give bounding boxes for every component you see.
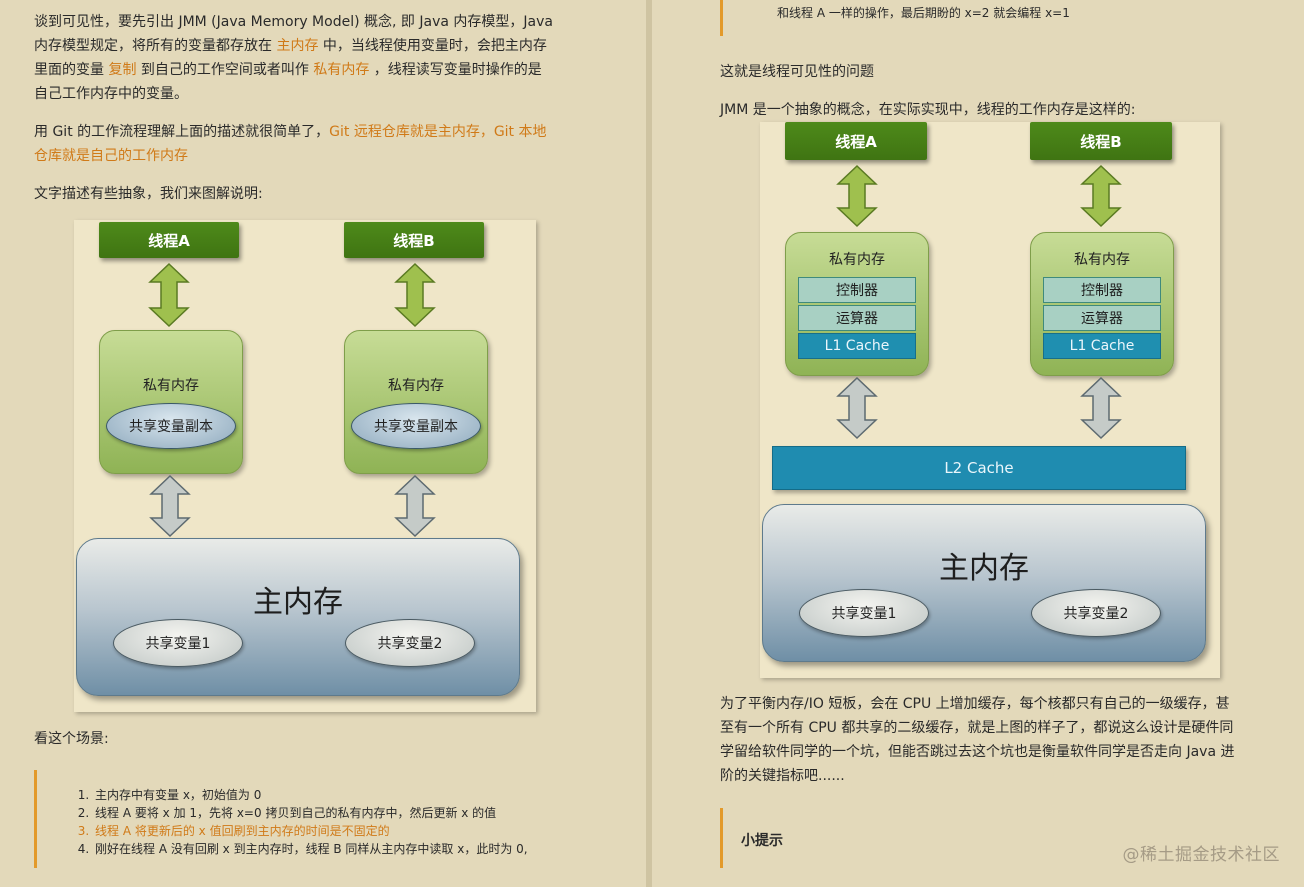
cache-explanation: 为了平衡内存/IO 短板，会在 CPU 上增加缓存，每个核都只有自己的一级缓存，… xyxy=(720,692,1280,788)
shared-variable-2: 共享变量2 xyxy=(345,619,475,667)
list-item: 线程 A 要将 x 加 1，先将 x=0 拷贝到自己的私有内存中，然后更新 x … xyxy=(93,804,624,822)
double-arrow-icon xyxy=(394,474,436,538)
text-line: 到自己的工作空间或者叫作 xyxy=(136,62,314,78)
text-line: 内存模型规定，将所有的变量都存放在 xyxy=(34,38,277,54)
shared-copy-ellipse: 共享变量副本 xyxy=(351,403,481,449)
jmm-abstract-text: JMM 是一个抽象的概念，在实际实现中，线程的工作内存是这样的: xyxy=(720,102,1136,118)
right-page: 和线程 A 一样的操作，最后期盼的 x=2 就会编程 x=1 这就是线程可见性的… xyxy=(652,0,1304,887)
page-divider xyxy=(646,0,652,887)
text-line: 学留给软件同学的一个坑，但能否跳过去这个坑也是衡量软件同学是否走向 Java 进 xyxy=(720,744,1235,760)
highlight-main-memory: 主内存 xyxy=(276,38,319,54)
tip-title: 小提示 xyxy=(741,833,783,849)
shared-variable-1: 共享变量1 xyxy=(113,619,243,667)
scenario-quote-continued: 和线程 A 一样的操作，最后期盼的 x=2 就会编程 x=1 xyxy=(720,0,1280,36)
private-memory-label: 私有内存 xyxy=(829,252,885,268)
main-memory-label: 主内存 xyxy=(253,585,343,620)
tip-callout: 小提示 xyxy=(720,808,1260,868)
double-arrow-icon xyxy=(1080,376,1122,440)
main-memory: 主内存 共享变量1 共享变量2 xyxy=(762,504,1206,662)
text-line: ，线程读写变量时操作的是 xyxy=(369,62,542,78)
text-line: 谈到可见性，要先引出 JMM (Java Memory Model) 概念, 即… xyxy=(34,14,553,30)
highlight-private-memory: 私有内存 xyxy=(313,62,370,78)
private-memory-b: 私有内存 控制器 运算器 L1 Cache xyxy=(1030,232,1174,376)
double-arrow-icon xyxy=(836,164,878,228)
quote-text: 和线程 A 一样的操作，最后期盼的 x=2 就会编程 x=1 xyxy=(777,6,1070,20)
intro-paragraph: 谈到可见性，要先引出 JMM (Java Memory Model) 概念, 即… xyxy=(34,10,594,106)
watermark: @稀土掘金技术社区 xyxy=(1122,845,1280,865)
text-line: 中，当线程使用变量时，会把主内存 xyxy=(318,38,547,54)
thread-b-box: 线程B xyxy=(1030,122,1172,160)
list-item: 主内存中有变量 x，初始值为 0 xyxy=(93,786,624,804)
controller-cell: 控制器 xyxy=(798,277,916,303)
visibility-problem-text: 这就是线程可见性的问题 xyxy=(720,64,874,80)
diagram-intro: 文字描述有些抽象，我们来图解说明: xyxy=(34,186,263,202)
scenario-quote: 主内存中有变量 x，初始值为 0 线程 A 要将 x 加 1，先将 x=0 拷贝… xyxy=(34,770,624,868)
list-item: 刚好在线程 A 没有回刷 x 到主内存时，线程 B 同样从主内存中读取 x，此时… xyxy=(93,840,624,858)
alu-cell: 运算器 xyxy=(1043,305,1161,331)
git-analogy-paragraph: 用 Git 的工作流程理解上面的描述就很简单了，Git 远程仓库就是主内存，Gi… xyxy=(34,120,594,168)
highlight-git-remote: Git 远程仓库就是主内存，Git 本地 xyxy=(329,124,547,140)
main-memory-label: 主内存 xyxy=(939,551,1029,586)
l2-cache-bar: L2 Cache xyxy=(772,446,1186,490)
double-arrow-icon xyxy=(1080,164,1122,228)
thread-b-box: 线程B xyxy=(344,222,484,258)
controller-cell: 控制器 xyxy=(1043,277,1161,303)
private-memory-b: 私有内存 共享变量副本 xyxy=(344,330,488,474)
double-arrow-icon xyxy=(836,376,878,440)
left-page: 谈到可见性，要先引出 JMM (Java Memory Model) 概念, 即… xyxy=(0,0,646,887)
text-line: 用 Git 的工作流程理解上面的描述就很简单了， xyxy=(34,124,330,140)
thread-a-box: 线程A xyxy=(99,222,239,258)
alu-cell: 运算器 xyxy=(798,305,916,331)
private-memory-label: 私有内存 xyxy=(1074,252,1130,268)
double-arrow-icon xyxy=(148,262,190,328)
shared-variable-2: 共享变量2 xyxy=(1031,589,1161,637)
scenario-heading: 看这个场景: xyxy=(34,731,109,747)
highlight-git-local: 仓库就是自己的工作内存 xyxy=(34,148,188,164)
text-line: 至有一个所有 CPU 都共享的二级缓存，就是上图的样子了，都说这么设计是硬件同 xyxy=(720,720,1234,736)
private-memory-a: 私有内存 共享变量副本 xyxy=(99,330,243,474)
shared-copy-ellipse: 共享变量副本 xyxy=(106,403,236,449)
text-line: 为了平衡内存/IO 短板，会在 CPU 上增加缓存，每个核都只有自己的一级缓存，… xyxy=(720,696,1230,712)
private-memory-label: 私有内存 xyxy=(388,378,444,394)
private-memory-label: 私有内存 xyxy=(143,378,199,394)
double-arrow-icon xyxy=(149,474,191,538)
double-arrow-icon xyxy=(394,262,436,328)
cache-diagram: 线程A 线程B 私有内存 控制器 运算器 L1 Cache 私有内存 控制器 运… xyxy=(760,122,1220,678)
l1-cache-cell: L1 Cache xyxy=(1043,333,1161,359)
thread-a-box: 线程A xyxy=(785,122,927,160)
highlight-copy: 复制 xyxy=(108,62,137,78)
jmm-diagram: 线程A 线程B 私有内存 共享变量副本 私有内存 共享变量副本 主内存 共享变量… xyxy=(74,220,536,712)
text-line: 阶的关键指标吧...... xyxy=(720,768,845,784)
l1-cache-cell: L1 Cache xyxy=(798,333,916,359)
text-line: 里面的变量 xyxy=(34,62,109,78)
list-item: 线程 A 将更新后的 x 值回刷到主内存的时间是不固定的 xyxy=(93,822,624,840)
private-memory-a: 私有内存 控制器 运算器 L1 Cache xyxy=(785,232,929,376)
text-line: 自己工作内存中的变量。 xyxy=(34,86,188,102)
shared-variable-1: 共享变量1 xyxy=(799,589,929,637)
main-memory: 主内存 共享变量1 共享变量2 xyxy=(76,538,520,696)
scenario-steps: 主内存中有变量 x，初始值为 0 线程 A 要将 x 加 1，先将 x=0 拷贝… xyxy=(37,786,624,858)
